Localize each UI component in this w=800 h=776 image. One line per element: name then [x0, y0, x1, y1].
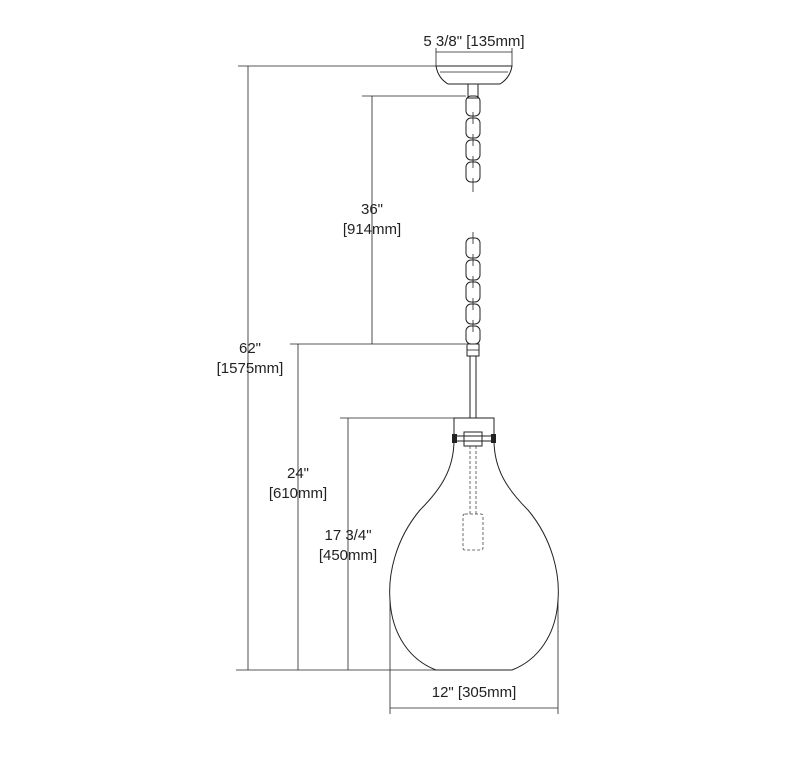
canopy-width-dimension: 5 3/8" [135mm] — [423, 33, 525, 66]
shade-height-dimension: 17 3/4" [450mm] — [319, 417, 454, 670]
shade-height-in-label: 17 3/4" — [324, 527, 371, 544]
chain-length-in-label: 36" — [361, 201, 383, 218]
glass-shade — [389, 417, 559, 671]
stem — [469, 356, 477, 418]
overall-height-mm-label: [1575mm] — [217, 360, 284, 377]
chain-lower — [465, 232, 481, 357]
chain-length-mm-label: [914mm] — [343, 221, 401, 238]
overall-height-dimension: 62" [1575mm] — [217, 65, 436, 670]
shade-width-label: 12" [305mm] — [432, 684, 517, 701]
chain-upper — [465, 83, 481, 192]
chain-length-dimension: 36" [914mm] — [343, 95, 466, 344]
shade-height-mm-label: [450mm] — [319, 547, 377, 564]
canopy-width-label: 5 3/8" [135mm] — [423, 33, 524, 50]
shade-width-dimension: 12" [305mm] — [389, 600, 559, 714]
fixture-height-in-label: 24" — [287, 465, 309, 482]
canopy — [435, 65, 513, 85]
fixture-height-dimension: 24" [610mm] — [269, 343, 466, 670]
overall-height-in-label: 62" — [239, 340, 261, 357]
fixture-height-mm-label: [610mm] — [269, 485, 327, 502]
